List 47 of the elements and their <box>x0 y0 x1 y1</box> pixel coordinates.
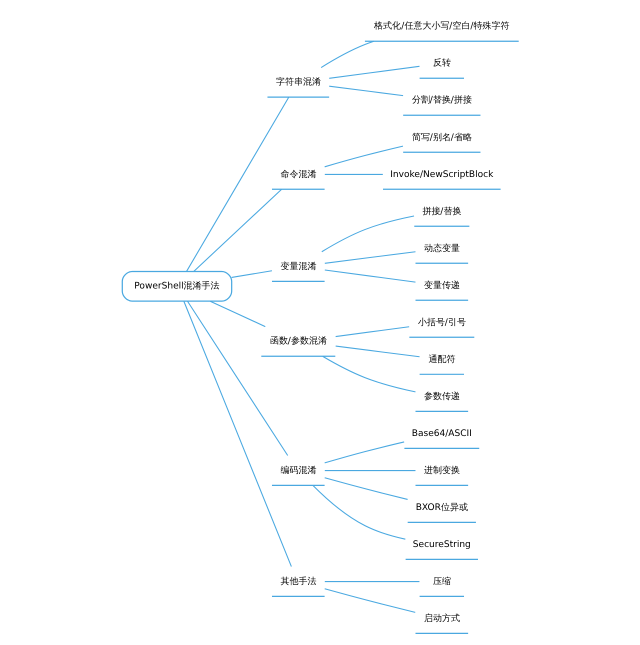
connector <box>322 356 416 392</box>
connector <box>324 251 416 264</box>
node-box: PowerShell混淆手法 <box>121 270 232 302</box>
connector <box>324 441 404 464</box>
connector <box>192 188 282 272</box>
node-text: 动态变量 <box>423 244 460 254</box>
connector <box>186 97 289 272</box>
connector <box>321 215 414 252</box>
node-text: Base64/ASCII <box>411 428 472 439</box>
node-text: Invoke/NewScriptBlock <box>390 170 493 180</box>
connector <box>324 477 408 500</box>
connector <box>182 301 292 567</box>
node-text: 压缩 <box>432 576 450 587</box>
connector <box>324 269 416 283</box>
connector <box>324 146 403 168</box>
connector <box>324 174 382 175</box>
connector <box>320 40 374 68</box>
connector <box>328 66 420 79</box>
node-text: 变量传递 <box>423 280 460 291</box>
node-text: 小括号/引号 <box>417 318 466 328</box>
node-text: 分割/替换/拼接 <box>411 96 472 106</box>
connector <box>186 301 288 456</box>
connector <box>324 581 419 582</box>
connector <box>231 270 272 278</box>
node-text: 编码混淆 <box>280 466 316 476</box>
connector <box>209 300 265 328</box>
connector <box>328 86 403 96</box>
node-text: 其他手法 <box>280 576 316 587</box>
connector <box>335 346 420 358</box>
node-text: 通配符 <box>428 354 455 365</box>
node-text: 进制变换 <box>423 466 460 476</box>
node-text: 变量混淆 <box>280 262 316 272</box>
node-text: SecureString <box>412 540 470 550</box>
connector <box>312 484 405 540</box>
node-text: 拼接/替换 <box>422 206 461 217</box>
node-text: 字符串混淆 <box>275 78 320 88</box>
connector <box>335 326 409 338</box>
node-text: 反转 <box>432 58 450 69</box>
node-text: 参数传递 <box>423 392 460 402</box>
node-text: 格式化/任意大小写/空白/特殊字符 <box>374 22 509 32</box>
node-text: BXOR位异或 <box>415 502 468 513</box>
node-text: 函数/参数混淆 <box>269 336 326 347</box>
node-text: 命令混淆 <box>280 170 316 180</box>
connector <box>324 470 415 472</box>
node-text: 简写/别名/省略 <box>411 132 472 143</box>
connector <box>324 588 415 613</box>
node-text: 启动方式 <box>423 614 460 624</box>
